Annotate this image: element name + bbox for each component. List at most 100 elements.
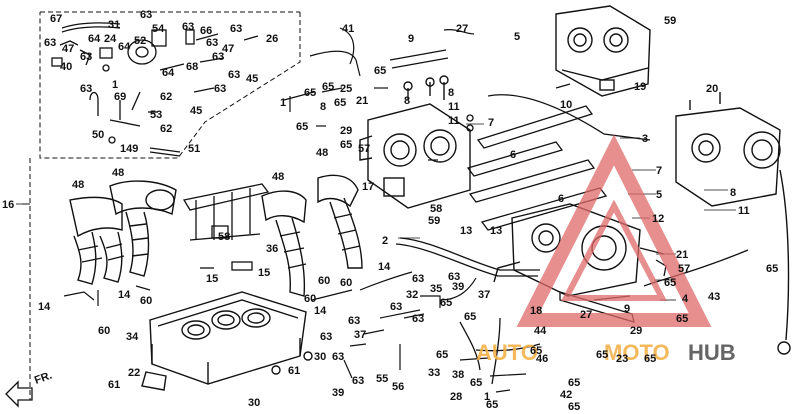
label-64: 64 xyxy=(118,41,131,53)
label-29: 29 xyxy=(630,325,642,337)
label-65: 65 xyxy=(664,277,676,289)
label-8: 8 xyxy=(730,187,736,199)
watermark-text-right: HUB xyxy=(688,340,736,365)
label-27: 27 xyxy=(580,309,592,321)
label-63: 63 xyxy=(206,37,218,49)
label-12: 12 xyxy=(652,213,664,225)
label-53: 53 xyxy=(150,109,162,121)
label-65: 65 xyxy=(530,345,542,357)
label-65: 65 xyxy=(436,349,448,361)
watermark-triangle-outer xyxy=(516,134,712,327)
label-4: 4 xyxy=(682,293,689,305)
label-48: 48 xyxy=(272,171,284,183)
label-64: 64 xyxy=(162,67,175,79)
label-63: 63 xyxy=(212,51,224,63)
label-65: 65 xyxy=(464,311,476,323)
label-14: 14 xyxy=(118,289,131,301)
label-60: 60 xyxy=(318,275,330,287)
label-7: 7 xyxy=(656,165,662,177)
label-24: 24 xyxy=(104,33,117,45)
label-69: 69 xyxy=(114,91,126,103)
label-50: 50 xyxy=(92,129,104,141)
label-14: 14 xyxy=(378,261,391,273)
label-22: 22 xyxy=(128,367,140,379)
label-6: 6 xyxy=(558,193,564,205)
label-63: 63 xyxy=(332,351,344,363)
label-61: 61 xyxy=(108,379,120,391)
label-65: 65 xyxy=(766,263,778,275)
fr-label: FR. xyxy=(33,369,54,386)
label-11: 11 xyxy=(448,115,460,127)
label-39: 39 xyxy=(332,387,344,399)
label-31: 31 xyxy=(108,19,120,31)
label-15: 15 xyxy=(258,267,270,279)
label-7: 7 xyxy=(488,117,494,129)
watermark-triangle-inner xyxy=(561,199,667,301)
carburetor-right xyxy=(675,92,791,355)
label-45: 45 xyxy=(246,73,258,85)
label-65: 65 xyxy=(676,313,688,325)
label-58: 58 xyxy=(430,203,442,215)
label-8: 8 xyxy=(404,95,410,107)
intake-boots-middle xyxy=(261,174,363,297)
label-13: 13 xyxy=(460,225,472,237)
label-15: 15 xyxy=(206,273,218,285)
label-65: 65 xyxy=(644,353,656,365)
label-65: 65 xyxy=(596,349,608,361)
label-54: 54 xyxy=(152,23,165,35)
label-36: 36 xyxy=(266,243,278,255)
label-9: 9 xyxy=(624,303,630,315)
label-48: 48 xyxy=(112,167,124,179)
label-35: 35 xyxy=(430,283,442,295)
label-65: 65 xyxy=(568,377,580,389)
label-63: 63 xyxy=(352,375,364,387)
label-66: 66 xyxy=(200,25,212,37)
label-63: 63 xyxy=(348,315,360,327)
label-28: 28 xyxy=(450,391,462,403)
label-25: 25 xyxy=(340,83,352,95)
label-20: 20 xyxy=(706,83,718,95)
label-51: 51 xyxy=(188,143,200,155)
label-3: 3 xyxy=(642,133,648,145)
label-41: 41 xyxy=(342,23,354,35)
linkage-rods xyxy=(466,94,651,231)
label-65: 65 xyxy=(374,65,386,77)
label-65: 65 xyxy=(486,399,498,411)
watermark-text-mid: MOTO xyxy=(604,340,670,365)
label-42: 42 xyxy=(560,389,572,401)
label-30: 30 xyxy=(314,351,326,363)
label-55: 55 xyxy=(376,373,388,385)
intake-boots-left xyxy=(69,180,177,285)
leader-lines xyxy=(16,123,736,301)
label-47: 47 xyxy=(222,43,234,55)
label-37: 37 xyxy=(478,289,490,301)
label-1: 1 xyxy=(112,79,118,91)
label-63: 63 xyxy=(214,83,226,95)
label-58: 58 xyxy=(218,231,230,243)
label-1: 1 xyxy=(280,97,286,109)
label-63: 63 xyxy=(182,21,194,33)
label-63: 63 xyxy=(230,23,242,35)
label-60: 60 xyxy=(140,295,152,307)
carb-bracket xyxy=(182,183,270,271)
label-62: 62 xyxy=(160,123,172,135)
label-68: 68 xyxy=(186,61,198,73)
label-48: 48 xyxy=(72,179,84,191)
label-63: 63 xyxy=(320,331,332,343)
label-2: 2 xyxy=(382,235,388,247)
label-34: 34 xyxy=(126,331,139,343)
label-65: 65 xyxy=(440,297,452,309)
carburetor-center xyxy=(359,75,471,209)
label-57: 57 xyxy=(358,143,370,155)
label-26: 26 xyxy=(266,33,278,45)
label-48: 48 xyxy=(316,147,328,159)
label-18: 18 xyxy=(530,305,542,317)
label-19: 19 xyxy=(634,81,646,93)
label-63: 63 xyxy=(228,69,240,81)
label-43: 43 xyxy=(708,291,720,303)
label-21: 21 xyxy=(676,249,688,261)
label-59: 59 xyxy=(664,15,676,27)
label-47: 47 xyxy=(62,43,74,55)
label-27: 27 xyxy=(456,23,468,35)
